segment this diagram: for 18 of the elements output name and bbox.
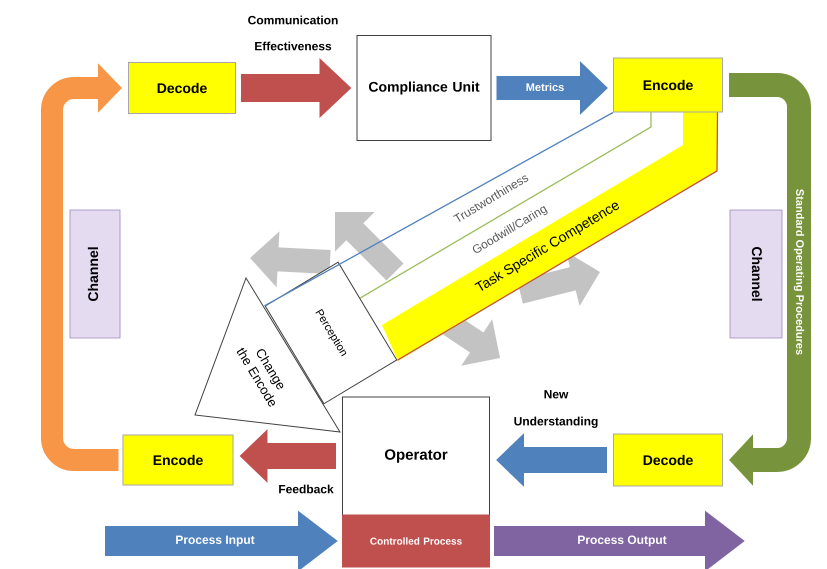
edge-label: Feedback bbox=[279, 484, 334, 494]
edge-label: Process Output bbox=[578, 536, 667, 546]
decode-box: Decode bbox=[613, 434, 723, 486]
channel-box: Channel bbox=[730, 210, 782, 338]
encode-box: Encode bbox=[122, 434, 234, 486]
edge-label: Communication Effectiveness bbox=[248, 16, 338, 50]
edge-label: Process Input bbox=[176, 536, 255, 546]
line bbox=[264, 112, 614, 306]
unit-box: Compliance Unit bbox=[356, 35, 492, 141]
operator-box: Operator bbox=[342, 396, 490, 516]
decode-box: Decode bbox=[128, 62, 236, 114]
channel-box: Channel bbox=[70, 210, 120, 338]
edge-label: Standard Operating Procedures bbox=[794, 189, 804, 355]
line bbox=[360, 112, 652, 299]
encode-box: Encode bbox=[613, 58, 723, 112]
edge-label: New Understanding bbox=[514, 390, 598, 428]
edge-label: Metrics bbox=[526, 82, 564, 92]
process-box: Controlled Process bbox=[342, 514, 490, 568]
